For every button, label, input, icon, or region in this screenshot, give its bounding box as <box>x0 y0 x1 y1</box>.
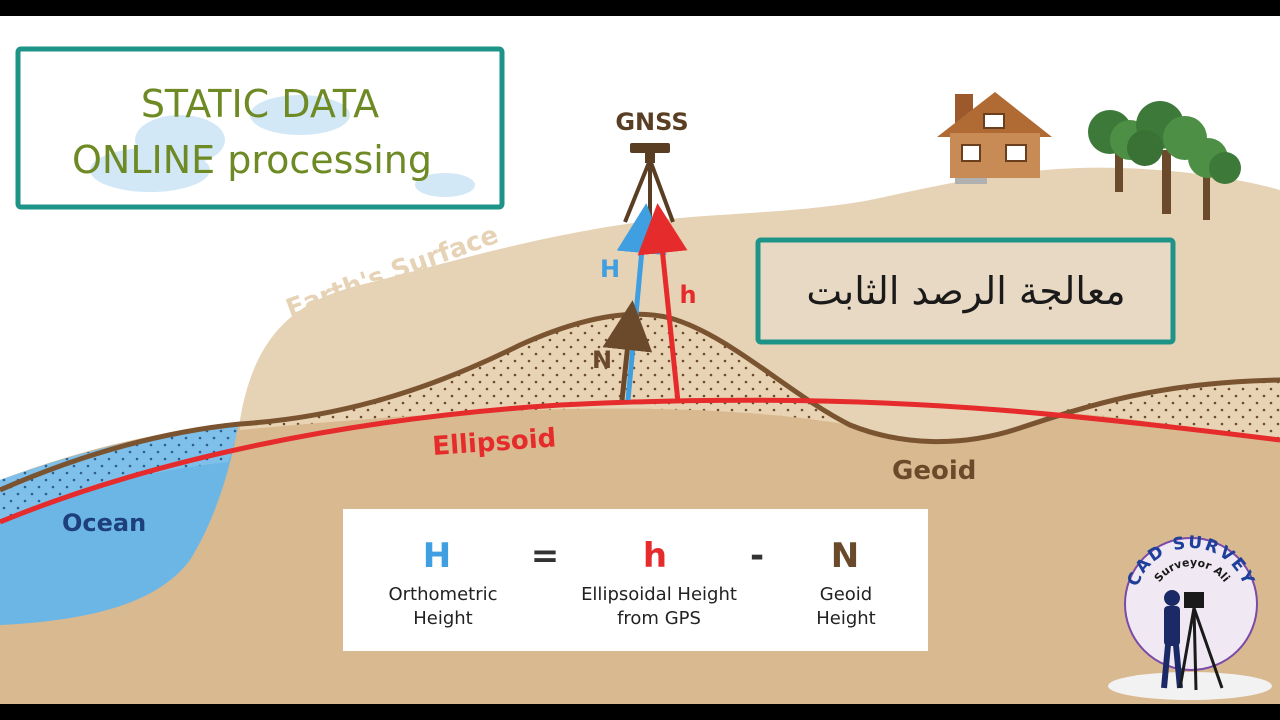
geoid-height-arrow <box>602 300 653 401</box>
house-icon <box>937 92 1052 184</box>
formula-H: H <box>423 536 451 576</box>
formula-N: N <box>831 536 859 576</box>
H-arrow-label: H <box>600 255 620 283</box>
title-line-2: ONLINE processing <box>72 138 432 182</box>
formula-H-caption-2: Height <box>413 608 473 629</box>
ellipsoid-line <box>0 397 1280 525</box>
formula-N-caption-1: Geoid <box>820 584 872 605</box>
ellipsoidal-height-arrow <box>637 203 688 403</box>
formula-equals: = <box>531 536 560 576</box>
formula-h-caption-2: from GPS <box>617 608 701 629</box>
top-letterbox <box>0 0 1280 16</box>
ocean-label: Ocean <box>62 509 146 537</box>
formula-H-caption-1: Orthometric <box>388 584 497 605</box>
title-box: STATIC DATA ONLINE processing <box>15 46 505 210</box>
formula-N-caption-2: Height <box>816 608 876 629</box>
cloud-shape <box>135 115 225 165</box>
bottom-letterbox <box>0 704 1280 720</box>
formula-h: h <box>643 536 667 576</box>
geoid-label: Geoid <box>892 456 976 486</box>
h-arrow-label: h <box>679 281 696 309</box>
N-arrow-label: N <box>592 346 612 374</box>
formula-h-caption-1: Ellipsoidal Height <box>581 584 737 605</box>
cad-survey-logo: CAD SURVEY Surveyor Ali <box>1108 533 1272 700</box>
arabic-caption-text: معالجة الرصد الثابت <box>806 269 1125 314</box>
title-line-1: STATIC DATA <box>141 82 379 126</box>
geoid-ellipsoid-gap-right <box>1060 380 1280 440</box>
formula-box: H = h - N Orthometric Height Ellipsoidal… <box>343 509 928 651</box>
ocean-dotted-band <box>0 426 238 520</box>
trees-icon <box>1088 101 1241 220</box>
formula-minus: - <box>750 536 764 576</box>
surveyor-icon <box>1161 590 1224 691</box>
arabic-caption-box: معالجة الرصد الثابت <box>755 237 1176 345</box>
cloud-shape <box>250 95 350 135</box>
gnss-label: GNSS <box>615 108 688 136</box>
cloud-shape <box>415 173 475 197</box>
